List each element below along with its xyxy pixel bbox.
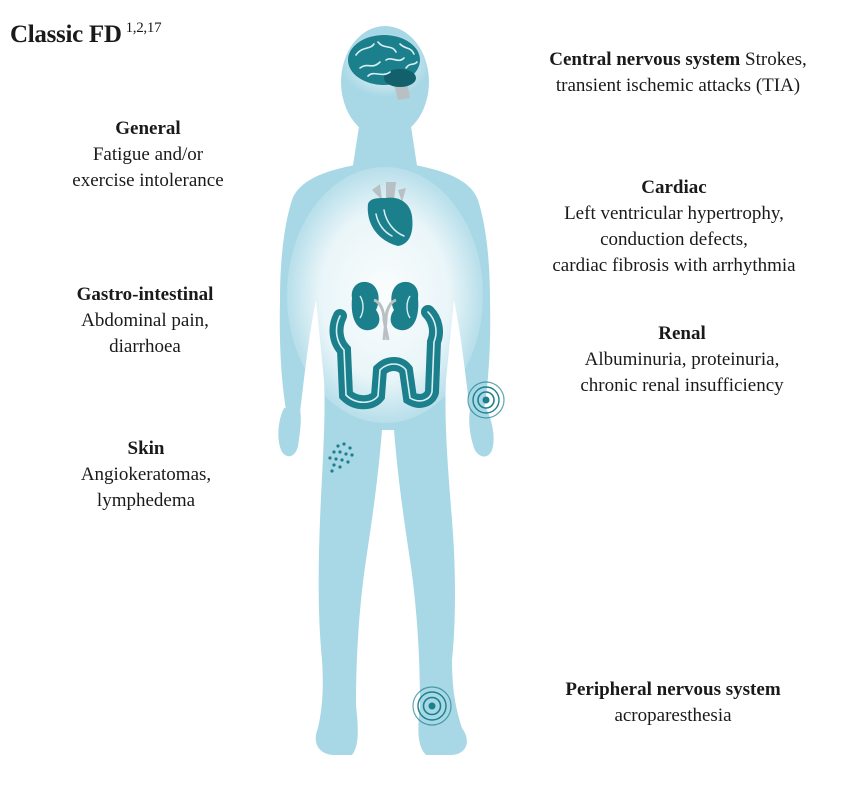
gi-heading: Gastro-intestinal <box>76 284 214 305</box>
renal-block: Renal Albuminuria, proteinuria, chronic … <box>548 321 816 399</box>
cns-line-2: transient ischemic attacks (TIA) <box>555 75 801 96</box>
general-line-1: Fatigue and/or <box>92 144 204 165</box>
title-text: Classic FD <box>10 21 122 48</box>
cns-line-1: Strokes, <box>745 49 807 70</box>
wrist-nerve-icon <box>467 381 505 419</box>
pns-line-1: acroparesthesia <box>614 705 732 726</box>
pns-heading: Peripheral nervous system <box>565 679 781 700</box>
skin-heading: Skin <box>127 438 165 459</box>
gi-line-2: diarrhoea <box>109 336 181 357</box>
general-line-2: exercise intolerance <box>72 170 224 191</box>
skin-line-2: lymphedema <box>96 490 196 511</box>
cardiac-block: Cardiac Left ventricular hypertrophy, co… <box>524 175 824 279</box>
cns-block: Central nervous system Strokes, transien… <box>520 47 836 99</box>
cardiac-line-2: conduction defects, <box>600 229 748 250</box>
general-heading: General <box>115 118 181 139</box>
skin-block: Skin Angiokeratomas, lymphedema <box>60 436 232 514</box>
skin-dots-icon <box>328 442 354 473</box>
cns-heading: Central nervous system <box>549 49 741 70</box>
cardiac-line-3: cardiac fibrosis with arrhythmia <box>552 255 796 276</box>
ankle-nerve-icon <box>412 686 452 726</box>
kidneys-icon <box>351 281 419 341</box>
cardiac-line-1: Left ventricular hypertrophy, <box>564 203 784 224</box>
renal-line-1: Albuminuria, proteinuria, <box>584 349 780 370</box>
heart-icon <box>367 182 413 246</box>
gi-line-1: Abdominal pain, <box>81 310 209 331</box>
title-refs: 1,2,17 <box>125 20 162 36</box>
gi-block: Gastro-intestinal Abdominal pain, diarrh… <box>40 282 250 360</box>
renal-heading: Renal <box>658 323 706 344</box>
skin-line-1: Angiokeratomas, <box>80 464 212 485</box>
cardiac-heading: Cardiac <box>641 177 707 198</box>
general-block: General Fatigue and/or exercise intolera… <box>48 116 248 194</box>
brain-icon <box>348 35 420 100</box>
renal-line-2: chronic renal insufficiency <box>580 375 784 396</box>
pns-block: Peripheral nervous system acroparesthesi… <box>528 677 818 729</box>
intestine-icon <box>329 305 443 410</box>
